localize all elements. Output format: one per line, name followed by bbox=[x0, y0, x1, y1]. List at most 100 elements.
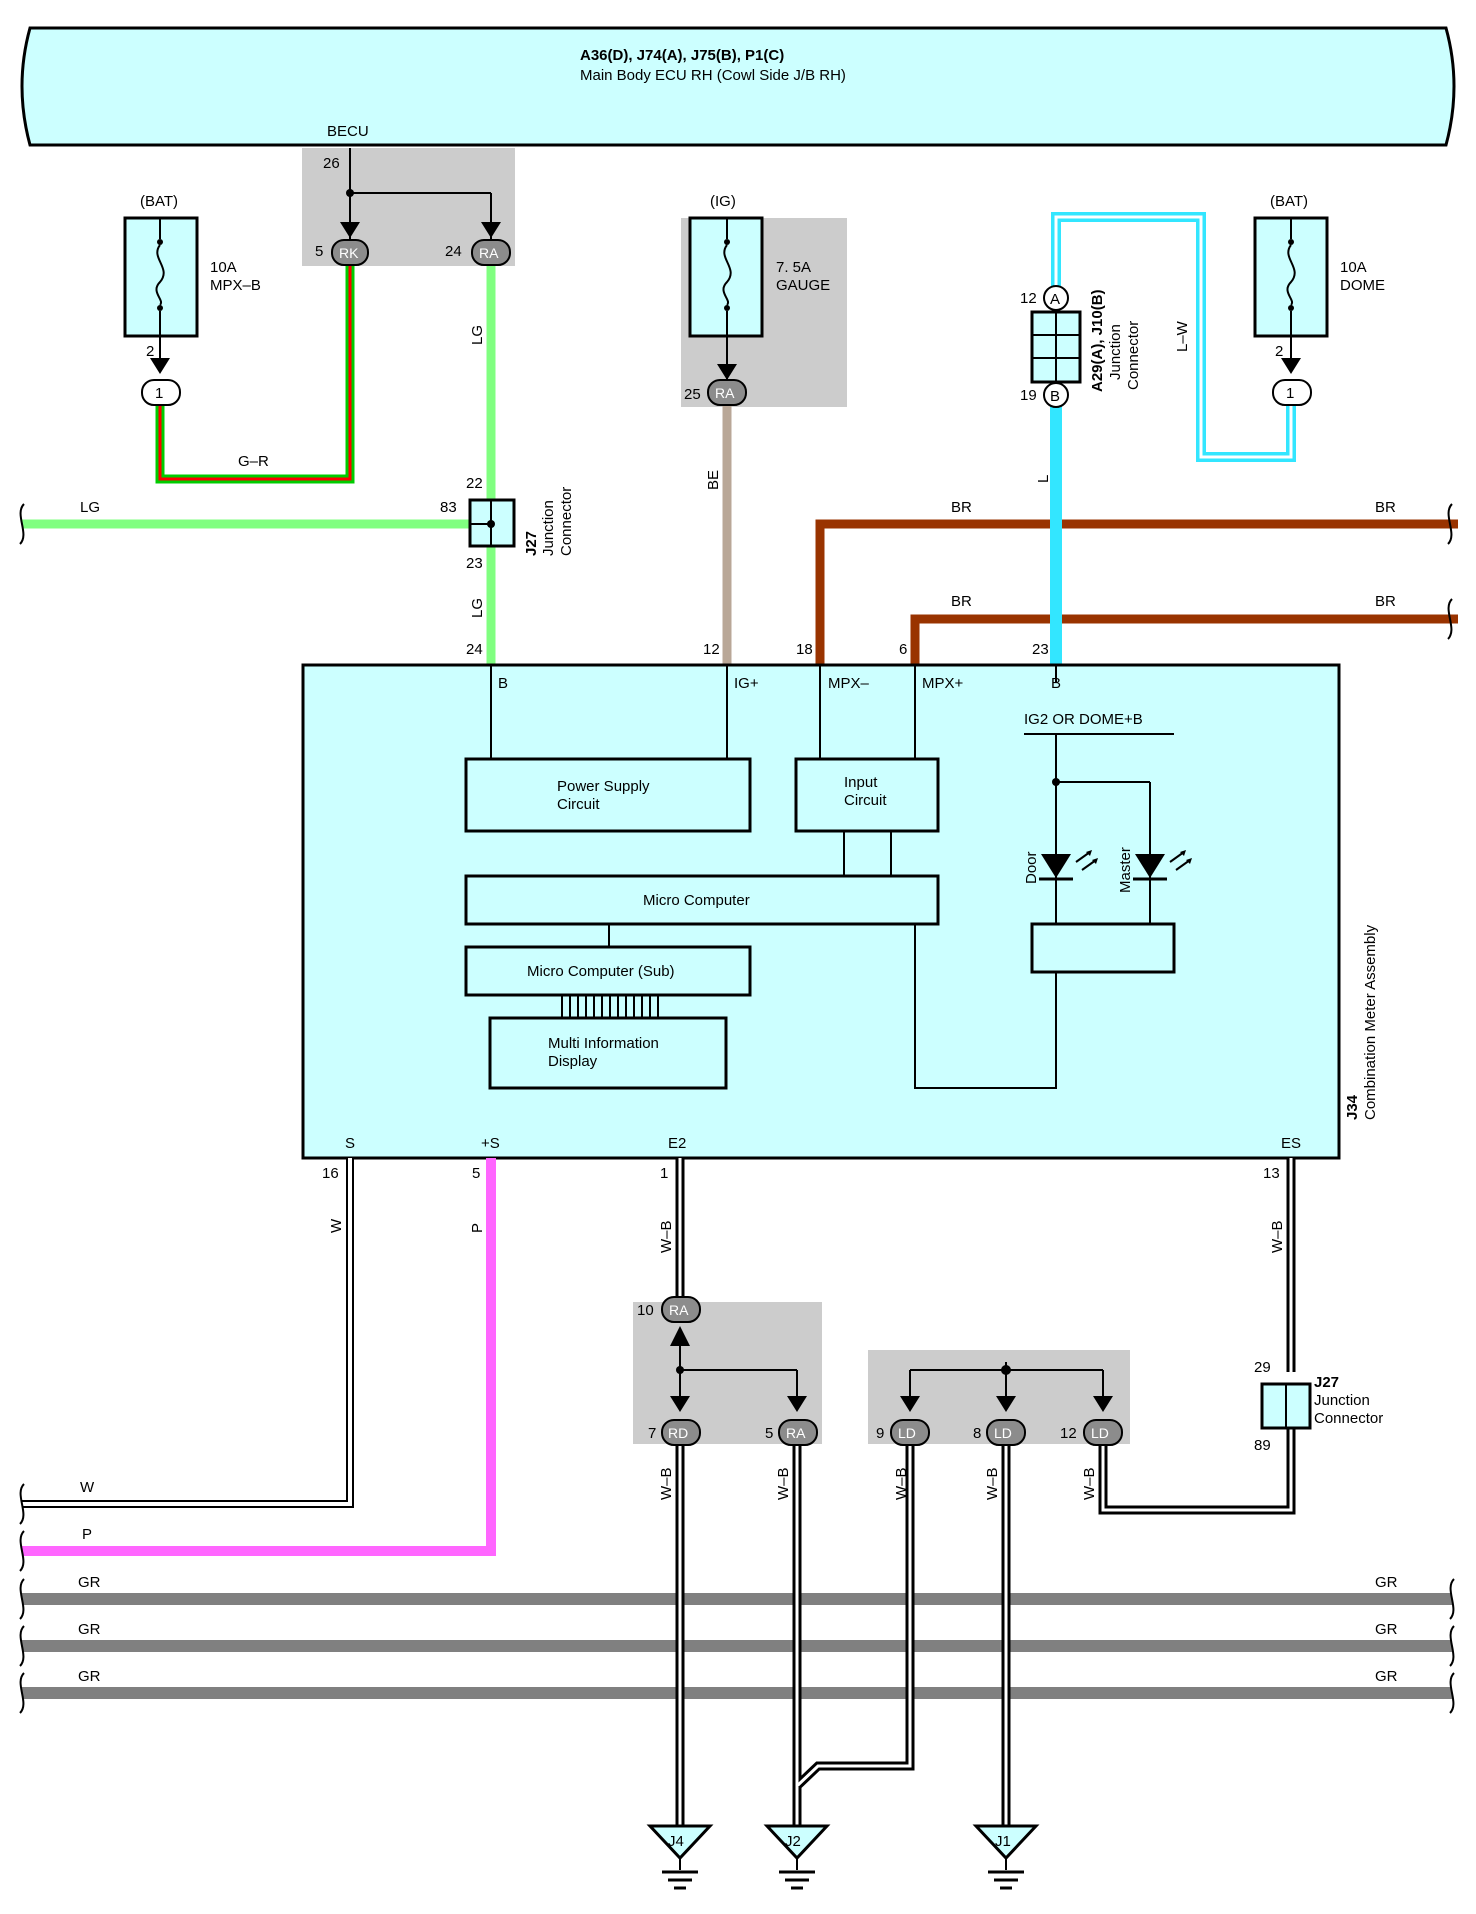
label-w-vertical: W bbox=[328, 1218, 345, 1233]
label-gr-2b: GR bbox=[1375, 1621, 1398, 1638]
fuse-mpx-b-name: MPX–B bbox=[210, 277, 261, 294]
meter-pin-12: 12 bbox=[703, 641, 720, 658]
becu-conn-ra: RA bbox=[479, 245, 499, 261]
meter-pin-23: 23 bbox=[1032, 641, 1049, 658]
jc-a29-name: A29(A), J10(B) bbox=[1089, 289, 1106, 392]
becu-connector-rk: 5 RK bbox=[315, 239, 369, 266]
wire-br-2 bbox=[910, 614, 1458, 665]
label-gr-2a: GR bbox=[78, 1621, 101, 1638]
ground-connector-ra-5: 5 RA bbox=[765, 1419, 818, 1446]
label-be: BE bbox=[705, 470, 722, 490]
ground-connector-ld-8: 8 LD bbox=[973, 1419, 1026, 1446]
meter-term-ig: IG+ bbox=[734, 675, 759, 692]
label-gr-3b: GR bbox=[1375, 1668, 1398, 1685]
ground-j1: J1 bbox=[972, 1824, 1040, 1890]
becu-label: BECU bbox=[327, 123, 369, 140]
ground-pin-9: 9 bbox=[876, 1425, 884, 1442]
meter-id: J34 bbox=[1344, 1094, 1361, 1120]
fuse-mpx-b-conn: 1 bbox=[155, 385, 163, 402]
fuse-mpx-b-source: (BAT) bbox=[140, 193, 178, 210]
j27-top-pin-22: 22 bbox=[466, 475, 483, 492]
wire-p bbox=[22, 1158, 496, 1556]
label-wb-5: W–B bbox=[893, 1467, 910, 1500]
jc-a29-pin-a: 12 bbox=[1020, 290, 1037, 307]
wire-g-r bbox=[155, 265, 355, 484]
becu-connector-ra: 24 RA bbox=[445, 239, 511, 266]
ground-conn-ra-10: RA bbox=[669, 1302, 689, 1318]
fuse-mpx-b: (BAT) 10A MPX–B 2 1 bbox=[123, 193, 261, 406]
j27-bottom-label-2: Connector bbox=[1314, 1410, 1383, 1427]
fuse-dome-conn: 1 bbox=[1286, 385, 1294, 402]
micro-computer-label: Micro Computer bbox=[643, 892, 750, 909]
ground-pin-10: 10 bbox=[637, 1302, 654, 1319]
ig2-dome-label: IG2 OR DOME+B bbox=[1024, 711, 1143, 728]
fuse-dome: (BAT) 10A DOME 2 1 bbox=[1253, 193, 1385, 406]
jc-a29-conn-a: A bbox=[1050, 291, 1060, 308]
jc-a29-conn-b: B bbox=[1050, 388, 1060, 405]
label-wb-3: W–B bbox=[658, 1467, 675, 1500]
meter-pin-16: 16 bbox=[322, 1165, 339, 1182]
wire-br-1 bbox=[815, 519, 1458, 665]
ground-pin-12: 12 bbox=[1060, 1425, 1077, 1442]
label-wb-4: W–B bbox=[775, 1467, 792, 1500]
j27-junction-bottom: 29 89 J27 Junction Connector bbox=[1254, 1359, 1383, 1454]
ground-conn-ld-8: LD bbox=[994, 1425, 1012, 1441]
micro-computer-sub-label: Micro Computer (Sub) bbox=[527, 963, 675, 980]
meter-term-mpx-minus: MPX– bbox=[828, 675, 870, 692]
ground-pin-5: 5 bbox=[765, 1425, 773, 1442]
ground-connector-ra-10: 10 RA bbox=[637, 1296, 807, 1412]
meter-pin-18: 18 bbox=[796, 641, 813, 658]
main-body-ecu: A36(D), J74(A), J75(B), P1(C) Main Body … bbox=[20, 26, 1456, 147]
fuse-mpx-b-pin: 2 bbox=[146, 343, 154, 360]
mid-line-2: Display bbox=[548, 1053, 598, 1070]
junction-connector-a29: 12 A 19 B A29(A), J10(B) Junction Connec… bbox=[1020, 285, 1142, 408]
fuse-gauge-source: (IG) bbox=[710, 193, 736, 210]
ground-j1-label: J1 bbox=[995, 1833, 1011, 1850]
fuse-dome-pin: 2 bbox=[1275, 343, 1283, 360]
wire-gr-bus bbox=[22, 1593, 1452, 1699]
ground-conn-ld-12: LD bbox=[1091, 1425, 1109, 1441]
meter-term-b: B bbox=[498, 675, 508, 692]
j27-bottom-label-1: Junction bbox=[1314, 1392, 1370, 1409]
ground-connector-ld-9: 9 LD bbox=[876, 1419, 930, 1446]
becu-split bbox=[340, 148, 501, 240]
label-br-1b: BR bbox=[1375, 499, 1396, 516]
label-lg-left: LG bbox=[80, 499, 100, 516]
fuse-gauge: (IG) 7. 5A GAUGE 25 RA bbox=[684, 193, 830, 406]
label-p-horizontal: P bbox=[82, 1526, 92, 1543]
label-lg-2: LG bbox=[469, 598, 486, 618]
ground-conn-rd-7: RD bbox=[668, 1425, 688, 1441]
meter-term-es: ES bbox=[1281, 1135, 1301, 1152]
ground-j4-label: J4 bbox=[668, 1833, 684, 1850]
label-br-1a: BR bbox=[951, 499, 972, 516]
fuse-dome-source: (BAT) bbox=[1270, 193, 1308, 210]
mid-line-1: Multi Information bbox=[548, 1035, 659, 1052]
j27-top-label-1: Junction bbox=[540, 500, 557, 556]
fuse-gauge-name: GAUGE bbox=[776, 277, 830, 294]
meter-pin-1: 1 bbox=[660, 1165, 668, 1182]
becu-conn-rk: RK bbox=[339, 245, 359, 261]
label-w-horizontal: W bbox=[80, 1479, 95, 1496]
power-supply-line-1: Power Supply bbox=[557, 778, 650, 795]
j27-top-pin-83: 83 bbox=[440, 499, 457, 516]
jc-a29-label-2: Connector bbox=[1125, 321, 1142, 390]
becu-pin-24: 24 bbox=[445, 243, 462, 260]
jc-a29-label-1: Junction bbox=[1107, 324, 1124, 380]
combination-meter: 24 12 18 6 23 B IG+ MPX– MPX+ B S +S E2 … bbox=[301, 641, 1379, 1160]
j27-top-pin-23: 23 bbox=[466, 555, 483, 572]
wire-l-w bbox=[1051, 212, 1296, 462]
meter-term-mpx-plus: MPX+ bbox=[922, 675, 964, 692]
meter-pin-13: 13 bbox=[1263, 1165, 1280, 1182]
j27-bottom-pin-29: 29 bbox=[1254, 1359, 1271, 1376]
fuse-gauge-rating: 7. 5A bbox=[776, 259, 811, 276]
label-br-2b: BR bbox=[1375, 593, 1396, 610]
input-circuit-line-1: Input bbox=[844, 774, 878, 791]
j27-bottom-pin-89: 89 bbox=[1254, 1437, 1271, 1454]
j27-bottom-id: J27 bbox=[1314, 1374, 1339, 1391]
ground-j2-label: J2 bbox=[785, 1833, 801, 1850]
power-supply-line-2: Circuit bbox=[557, 796, 600, 813]
label-l: L bbox=[1035, 475, 1052, 483]
jc-a29-pin-b: 19 bbox=[1020, 387, 1037, 404]
fuse-gauge-pin: 25 bbox=[684, 386, 701, 403]
fuse-mpx-b-rating: 10A bbox=[210, 259, 237, 276]
